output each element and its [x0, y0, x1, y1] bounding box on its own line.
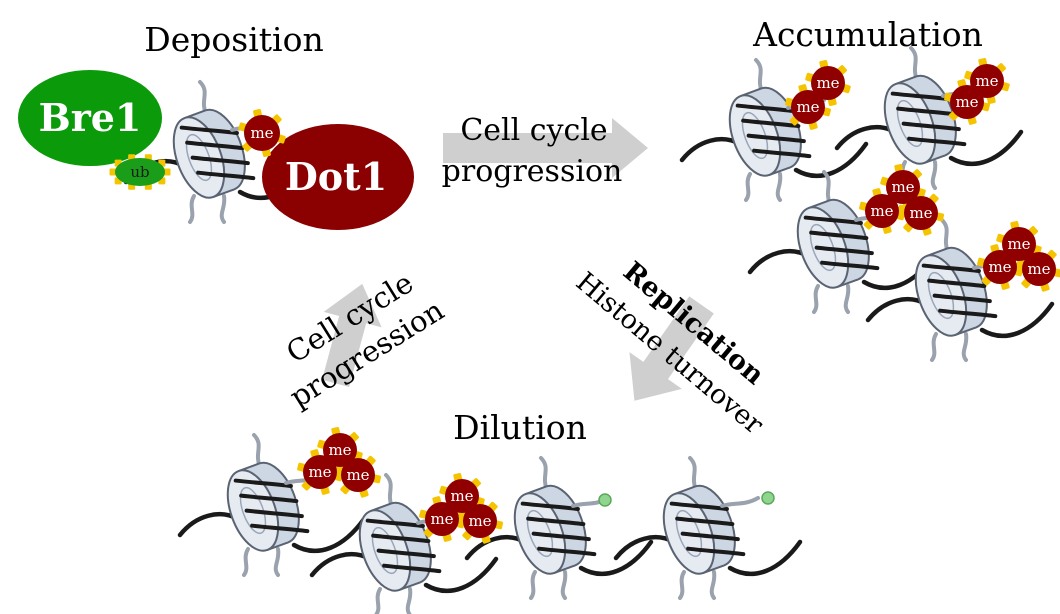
nucleosome-layer — [123, 46, 1055, 614]
dot1-enzyme — [262, 124, 414, 230]
nucleosome-dilution-2 — [309, 473, 499, 614]
methyl-mark-body — [425, 502, 459, 536]
nucleosome-deposition — [123, 80, 313, 224]
me-label: me — [988, 258, 1011, 276]
methyl-mark-body — [811, 66, 845, 100]
me-label: me — [1007, 235, 1030, 253]
histone-core — [358, 501, 442, 592]
nucleosome-dilution-4 — [613, 456, 803, 600]
methyl-mark-body — [445, 479, 479, 513]
me-label: me — [891, 178, 914, 196]
me-label: me — [346, 466, 369, 484]
methyl-mark-body — [791, 90, 825, 124]
methyl-mark-body — [323, 433, 357, 467]
methyl-mark-body — [1022, 252, 1056, 286]
methyl-mark-body — [341, 458, 375, 492]
top-arrow-label-line1: Cell cycle — [460, 113, 607, 148]
unmodified-mark-dilution-4 — [761, 491, 775, 505]
methyl-mark-body — [303, 455, 337, 489]
me-label: me — [909, 204, 932, 222]
histone-core — [914, 246, 998, 337]
histone-core — [883, 74, 967, 165]
bre1-enzyme — [18, 70, 162, 166]
arrow-deposition-to-accumulation — [443, 118, 648, 178]
histone-core — [513, 484, 597, 575]
arrow-dilution-to-deposition — [322, 283, 382, 387]
methyl-mark-body — [1002, 227, 1036, 261]
me-label: me — [870, 202, 893, 220]
methyl-mark-body — [950, 85, 984, 119]
right-arrow-label: Replication Histone turnover — [570, 256, 770, 441]
bre1-label: Bre1 — [39, 95, 142, 140]
nucleosome-dilution-3 — [464, 456, 654, 600]
histone-core — [172, 108, 256, 199]
me-label: me — [1027, 260, 1050, 278]
me-label: me — [250, 124, 273, 142]
nucleosome-accumulation-2 — [834, 46, 1024, 190]
methyl-mark-body — [463, 504, 497, 538]
histone-core — [226, 461, 310, 552]
me-label: me — [468, 512, 491, 530]
me-label: me — [816, 74, 839, 92]
me-label: me — [308, 463, 331, 481]
stage-title-dilution: Dilution — [453, 408, 587, 447]
stage-title-accumulation: Accumulation — [752, 15, 983, 54]
histone-core — [662, 484, 746, 575]
top-arrow-label-line2: progression — [442, 154, 623, 189]
deposition-group: Bre1 Dot1 — [18, 70, 414, 230]
me-label: me — [430, 510, 453, 528]
me-label: me — [975, 72, 998, 90]
stage-title-deposition: Deposition — [144, 20, 323, 59]
methyl-mark-body — [904, 196, 938, 230]
methyl-mark-body — [865, 194, 899, 228]
methyl-cluster-accumulation-1: me me — [785, 59, 851, 130]
methyl-mark-body — [983, 250, 1017, 284]
k79-tail — [720, 496, 760, 508]
methyl-mark-deposition: me — [238, 109, 286, 157]
ub-label: ub — [130, 163, 149, 181]
arrow-accumulation-to-dilution — [629, 296, 714, 401]
top-arrow-label: Cell cycle progression — [442, 113, 623, 189]
me-label: me — [450, 487, 473, 505]
ubiquitin-mark-body — [115, 158, 165, 186]
left-arrow-label: Cell cycle progression — [280, 265, 449, 414]
dot1-label: Dot1 — [285, 154, 387, 199]
me-label: me — [328, 441, 351, 459]
me-label: me — [796, 98, 819, 116]
me-label: me — [955, 93, 978, 111]
cycle-arrows — [322, 118, 714, 401]
methyl-cluster-accumulation-2: me me — [944, 57, 1010, 125]
unmodified-mark-dilution-3 — [598, 493, 612, 507]
ubiquitin-mark: ub — [109, 154, 171, 190]
methyl-mark-body — [886, 170, 920, 204]
nucleosome-accumulation-1 — [679, 58, 869, 202]
nucleosome-dilution-1 — [177, 433, 367, 577]
